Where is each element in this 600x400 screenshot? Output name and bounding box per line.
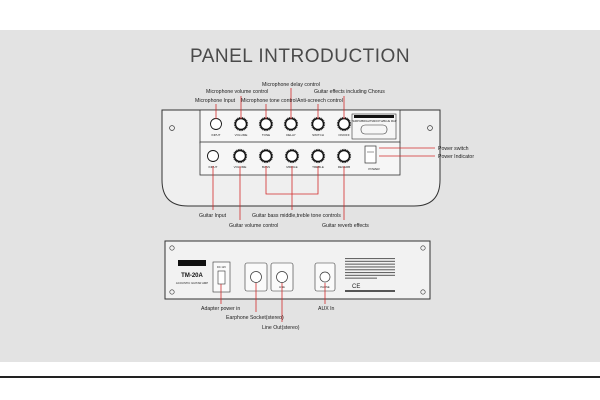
mic-delay-knob[interactable]: DELAY — [283, 116, 299, 137]
callout-guitar-effects: Guitar effects including Chorus — [314, 89, 385, 95]
knob-label: TONE — [262, 133, 270, 137]
warning-line — [345, 258, 395, 260]
callout-earphone: Earphone Socket(stereo) — [226, 315, 284, 321]
effects-box-header — [354, 115, 394, 118]
line-out-socket[interactable] — [276, 271, 288, 283]
screw-hole — [420, 289, 426, 295]
callout-guitar-bmt: Guitar bass middle,treble tone controls — [252, 213, 341, 219]
ce-mark: CE — [352, 284, 360, 290]
screw-hole — [427, 125, 433, 131]
back-callouts: Adapter power in Earphone Socket(stereo)… — [201, 306, 335, 331]
front-leaders — [212, 88, 435, 220]
effects-box-text: TEMPO/BRIGHTSMOOTH/BLUE MAP — [352, 119, 397, 123]
power-switch[interactable] — [364, 145, 377, 164]
knob-label: ON/OFF — [338, 133, 349, 137]
warning-line — [345, 260, 395, 262]
model-name: TM-20A — [181, 273, 203, 279]
mic-tone-knob[interactable]: TONE — [258, 116, 274, 137]
warning-text-block — [345, 258, 395, 279]
knob-label: DELAY — [286, 133, 296, 137]
warning-line — [345, 263, 395, 265]
warning-line — [345, 277, 377, 279]
effects-selector-slot — [360, 124, 388, 135]
model-subtitle: ACOUSTIC GUITAR AMP — [176, 281, 208, 285]
knob-label: SWITCH — [312, 133, 324, 137]
callout-mic-tone: Microphone tone control — [241, 98, 297, 104]
callout-guitar-volume: Guitar volume control — [229, 223, 278, 229]
warning-footer-line — [345, 290, 395, 292]
back-panel: TM-20A ACOUSTIC GUITAR AMP DC 12V LINE P… — [164, 240, 431, 300]
page-title: PANEL INTRODUCTION — [189, 46, 411, 67]
brand-logo-bar — [178, 260, 206, 266]
effects-display-box — [351, 113, 397, 140]
warning-line — [345, 272, 395, 274]
back-leaders — [220, 283, 326, 322]
screw-hole — [169, 245, 175, 251]
mic-input-jack[interactable]: INPUT — [210, 118, 222, 138]
power-label: POWER — [368, 167, 380, 171]
callout-power-indicator: Power Indicator — [438, 154, 474, 160]
callout-line-out: Line Out(stereo) — [262, 325, 300, 331]
warning-line — [345, 269, 395, 271]
screw-hole — [169, 289, 175, 295]
bottom-divider — [0, 376, 600, 378]
callout-anti-screech: Anti-screech control — [297, 98, 343, 104]
front-callouts: Microphone delay control Microphone volu… — [195, 82, 474, 229]
guitar-effects-knob[interactable]: ON/OFF — [336, 116, 352, 137]
callout-mic-volume: Microphone volume control — [206, 89, 268, 95]
callout-aux: AUX In — [318, 306, 335, 312]
warning-line — [345, 274, 395, 276]
callout-guitar-reverb: Guitar reverb effects — [322, 223, 369, 229]
adapter-jack[interactable] — [217, 270, 226, 285]
callout-guitar-input: Guitar Input — [199, 213, 227, 219]
knob-label: VOLUME — [235, 133, 248, 137]
callout-mic-input: Microphone Input — [195, 98, 236, 104]
warning-line — [345, 266, 395, 268]
callout-mic-delay: Microphone delay control — [262, 82, 320, 88]
screw-hole — [169, 125, 175, 131]
callout-adapter: Adapter power in — [201, 306, 240, 312]
dc-label: DC 12V — [217, 265, 226, 269]
callout-power-switch: Power switch — [438, 146, 469, 152]
screw-hole — [420, 245, 426, 251]
leader-guitar-bmt — [265, 166, 319, 210]
knob-label: INPUT — [212, 133, 221, 137]
earphone-socket[interactable] — [250, 271, 262, 283]
aux-socket[interactable] — [319, 271, 331, 283]
